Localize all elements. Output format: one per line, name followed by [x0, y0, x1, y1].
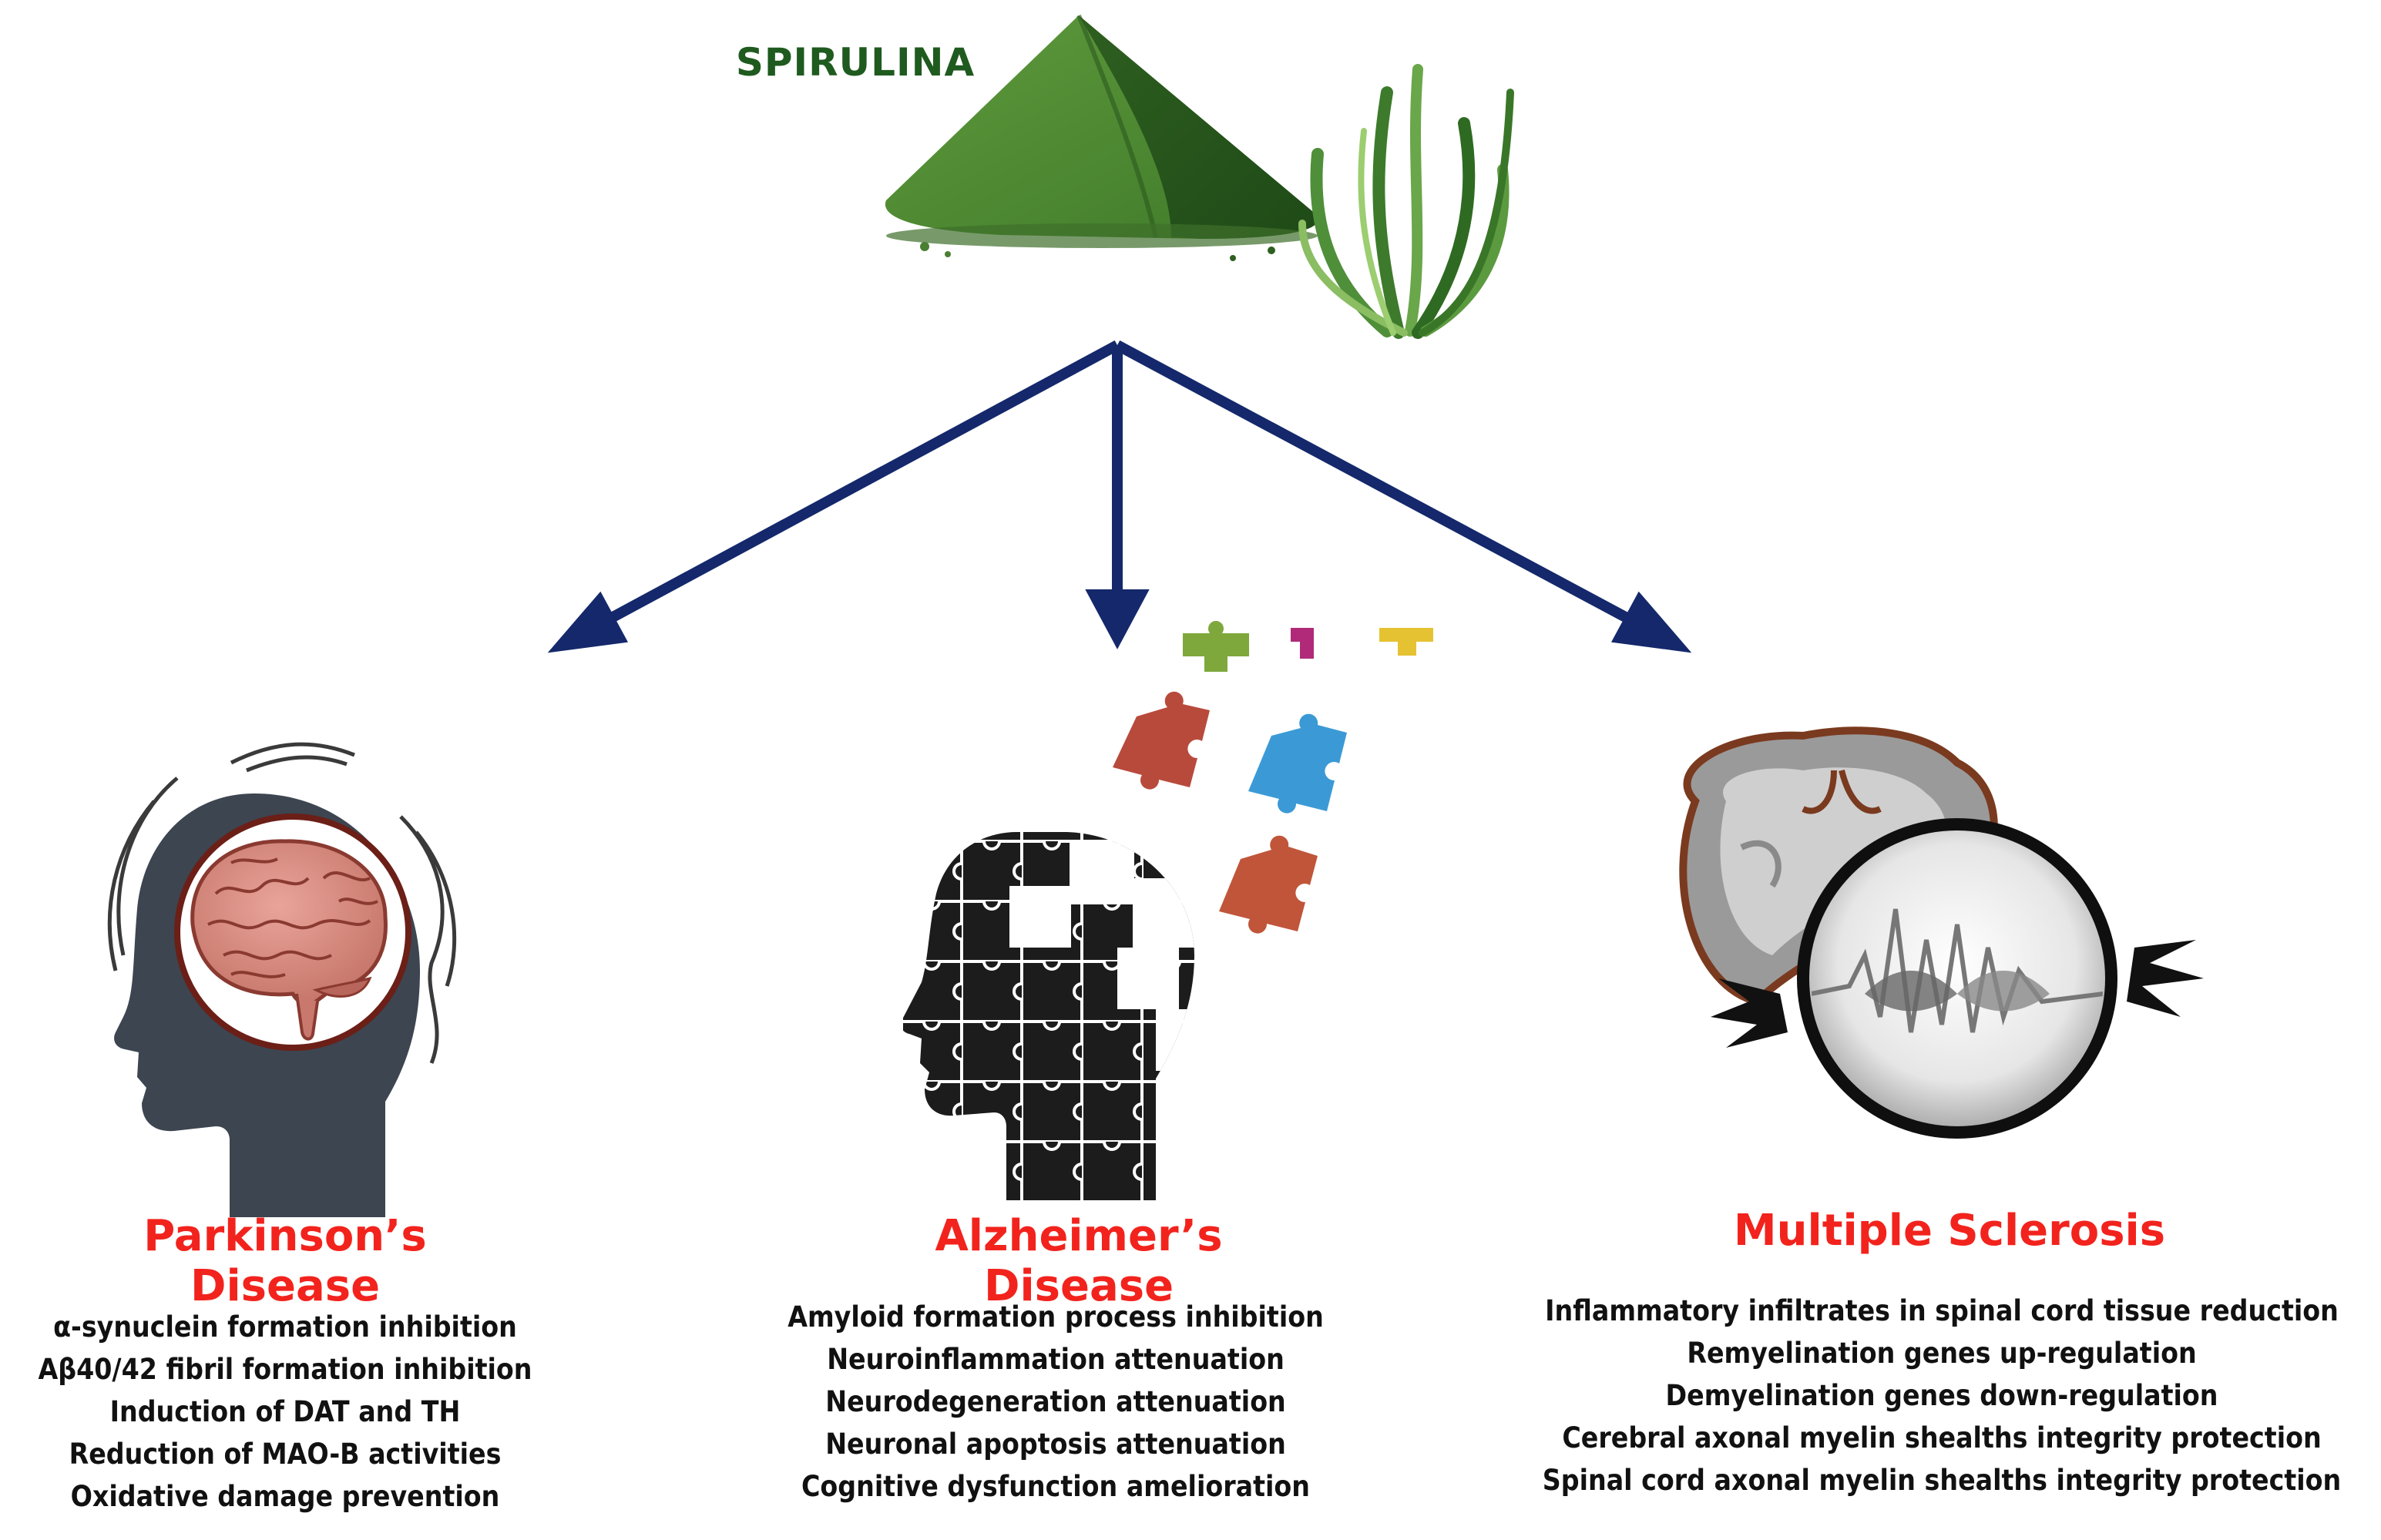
effect-item: Aβ40/42 fibril formation inhibition — [38, 1353, 532, 1386]
puzzle-piece-green — [1183, 621, 1249, 672]
effect-item: Spinal cord axonal myelin shealths integ… — [1542, 1464, 2342, 1497]
arrow-to-parkinsons — [594, 340, 1120, 631]
effect-item: Oxidative damage prevention — [70, 1480, 500, 1513]
effect-item: Amyloid formation process inhibition — [788, 1300, 1324, 1334]
effect-item: α-synuclein formation inhibition — [53, 1310, 517, 1344]
effect-item: Cerebral axonal myelin shealths integrit… — [1562, 1421, 2322, 1454]
parkinsons-title: Parkinson’s Disease — [143, 1211, 427, 1311]
effect-item: Remyelination genes up-regulation — [1687, 1337, 2197, 1370]
parkinsons-head-icon — [107, 742, 457, 1217]
arrowhead-parkinsons — [547, 591, 629, 653]
puzzle-piece-brown — [1219, 835, 1318, 934]
effect-item: Reduction of MAO-B activities — [69, 1438, 502, 1471]
floating-puzzle-pieces — [1113, 621, 1433, 934]
effect-item: Neuronal apoptosis attenuation — [825, 1428, 1286, 1461]
puzzle-piece-magenta — [1291, 628, 1314, 659]
ms-brain-icon — [1679, 726, 1998, 1006]
parkinsons-effects: α-synuclein formation inhibition Aβ40/42… — [15, 1306, 555, 1518]
arrows — [547, 340, 1692, 653]
effect-item: Cognitive dysfunction amelioration — [801, 1470, 1310, 1503]
seaweed-icon — [1298, 64, 1514, 339]
puzzle-piece-yellow — [1379, 628, 1433, 656]
alzheimers-title: Alzheimer’s Disease — [935, 1211, 1223, 1311]
alzheimers-head-icon — [900, 621, 1433, 1202]
effect-item: Neuroinflammation attenuation — [827, 1343, 1285, 1376]
tremor-lines — [107, 742, 457, 1064]
brain-icon — [190, 839, 388, 1041]
spirulina-label: SPIRULINA — [735, 40, 976, 85]
effect-item: Neurodegeneration attenuation — [825, 1385, 1286, 1418]
effect-item: Demyelination genes down-regulation — [1665, 1379, 2218, 1412]
arrow-to-ms — [1114, 340, 1644, 631]
alzheimers-effects: Amyloid formation process inhibition Neu… — [755, 1296, 1356, 1508]
arrowhead-alzheimers — [1085, 589, 1150, 649]
puzzle-piece-red — [1113, 691, 1210, 790]
puzzle-piece-blue — [1248, 713, 1347, 814]
magnifier-lens-icon — [1711, 818, 2204, 1139]
missing-pieces — [1009, 840, 1194, 1071]
ms-title: Multiple Sclerosis — [1733, 1206, 2166, 1256]
effect-item: Inflammatory infiltrates in spinal cord … — [1545, 1294, 2339, 1327]
spirulina-powder-icon — [885, 14, 1319, 261]
ms-effects: Inflammatory infiltrates in spinal cord … — [1510, 1290, 2373, 1501]
effect-item: Induction of DAT and TH — [109, 1395, 461, 1428]
arrowhead-ms — [1610, 591, 1692, 653]
